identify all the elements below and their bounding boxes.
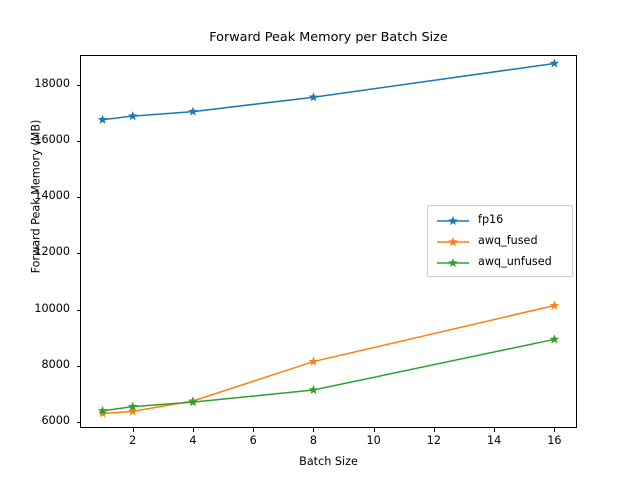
data-point-marker — [97, 405, 108, 415]
y-tick-label: 12000 — [34, 245, 70, 259]
x-tick-mark — [494, 428, 496, 432]
legend-line-marker-icon — [436, 255, 470, 269]
legend-label-awq-fused: awq_fused — [478, 234, 538, 247]
x-tick-mark — [433, 428, 435, 432]
x-tick-label: 12 — [426, 434, 442, 447]
y-tick-mark — [76, 197, 80, 199]
x-tick-label: 6 — [249, 434, 257, 447]
data-point-marker — [188, 397, 198, 407]
chart-legend: fp16 awq_fused awq_unfused — [427, 205, 573, 277]
x-tick-mark — [373, 428, 375, 432]
x-tick-label: 14 — [487, 434, 502, 447]
x-tick-label: 10 — [366, 434, 381, 447]
data-point-marker — [549, 300, 560, 310]
chart-title: Forward Peak Memory per Batch Size — [209, 30, 448, 45]
series-line — [102, 62, 555, 121]
x-tick-mark — [132, 428, 134, 432]
data-point-marker — [308, 92, 319, 102]
x-tick-label: 2 — [129, 434, 137, 447]
data-point-marker — [308, 385, 319, 395]
x-tick-label: 8 — [309, 434, 317, 447]
x-tick-label: 16 — [547, 434, 562, 447]
legend-label-awq-unfused: awq_unfused — [478, 255, 552, 268]
data-lines — [97, 58, 560, 418]
x-tick-mark — [253, 428, 255, 432]
data-point-marker — [127, 406, 138, 416]
series-line — [102, 304, 555, 415]
series-line — [102, 338, 555, 412]
x-tick-mark — [554, 428, 556, 432]
data-point-marker — [549, 58, 560, 68]
legend-entry-2: awq_unfused — [436, 252, 552, 272]
series-awq_unfused — [97, 334, 560, 415]
series-awq_fused — [97, 300, 560, 418]
y-tick-mark — [76, 422, 80, 424]
y-tick-mark — [76, 309, 80, 311]
y-tick-label: 10000 — [34, 301, 70, 315]
y-tick-label: 16000 — [34, 132, 70, 146]
y-tick-label: 14000 — [34, 189, 70, 203]
x-axis-label: Batch Size — [299, 455, 358, 468]
y-tick-label: 8000 — [41, 358, 70, 372]
legend-line-marker-icon — [436, 234, 470, 248]
y-tick-mark — [76, 253, 80, 255]
y-tick-label: 6000 — [41, 414, 70, 428]
y-tick-mark — [76, 366, 80, 368]
y-tick-mark — [76, 140, 80, 142]
y-tick-label: 18000 — [34, 76, 70, 90]
data-point-marker — [127, 401, 138, 411]
x-tick-mark — [313, 428, 315, 432]
data-point-marker — [549, 334, 560, 344]
legend-entry-1: awq_fused — [436, 231, 538, 251]
legend-label-fp16: fp16 — [478, 213, 504, 226]
data-point-marker — [188, 106, 198, 116]
y-tick-mark — [76, 84, 80, 86]
series-fp16 — [97, 58, 560, 124]
x-tick-label: 4 — [189, 434, 197, 447]
data-point-marker — [308, 356, 319, 366]
data-point-marker — [97, 114, 108, 124]
x-tick-mark — [192, 428, 194, 432]
legend-entry-0: fp16 — [436, 210, 503, 230]
legend-line-marker-icon — [436, 213, 470, 227]
data-point-marker — [127, 111, 138, 121]
